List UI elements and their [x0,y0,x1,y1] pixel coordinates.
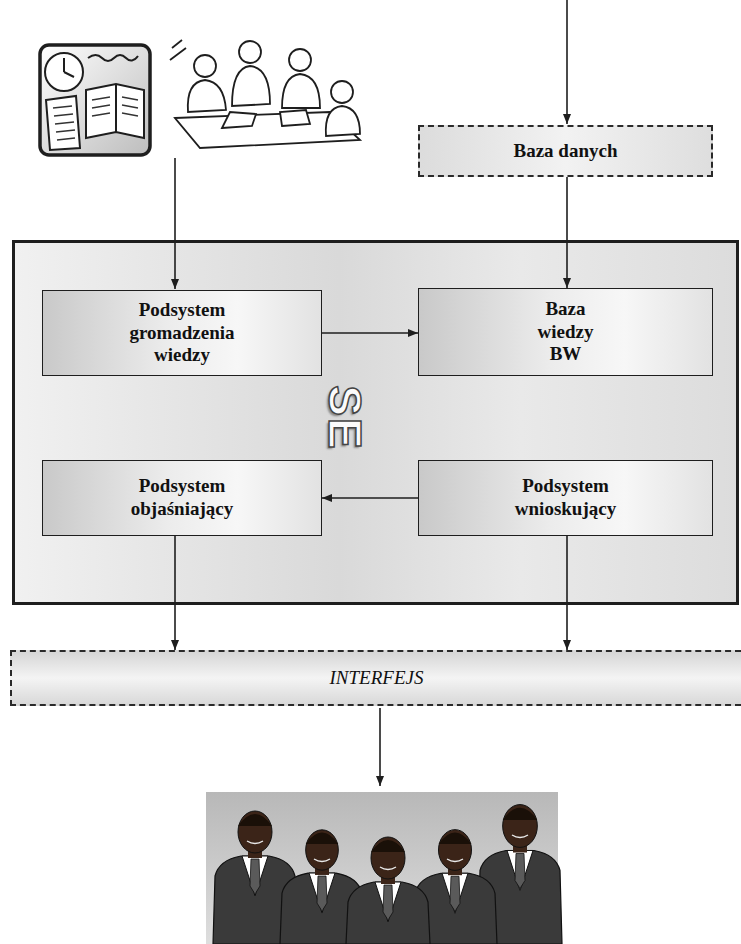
illustration-part [88,55,138,61]
illustration-part [250,859,260,894]
illustration-part [64,72,74,77]
illustration-part [86,84,144,138]
illustration-part [442,873,468,913]
watermark-holder: SE [322,385,368,450]
knowledge-sources-icon [40,45,150,155]
illustration-part [242,856,268,896]
output-arrow [379,708,381,786]
illustration-part [317,876,327,911]
illustration-part [282,74,320,108]
flow-arrow [322,497,418,499]
input-arrow [174,158,176,289]
illustration-part [188,80,226,112]
node-label: Baza danych [514,140,618,163]
flow-arrow [322,332,418,334]
frame-ground [12,240,739,605]
illustration-part [238,814,272,826]
illustration-part [53,106,75,140]
illustration-part [92,97,138,116]
illustration-part [507,850,533,890]
illustration-part [503,805,538,848]
illustration-part [309,873,335,913]
illustration-part [314,859,330,862]
illustration-part [213,805,562,944]
illustration-part [450,876,460,911]
illustration-part [439,830,472,871]
illustration-part [238,811,272,853]
illustration-part [346,882,430,944]
illustration-part [247,841,263,844]
illustration-part [380,867,396,870]
node-label: Baza wiedzy BW [526,298,606,366]
illustration-part [40,45,150,155]
node-label: Podsystem gromadzenia wiedzy [107,299,257,367]
illustration-part [232,66,270,106]
input-arrow [566,0,568,124]
node-label: INTERFEJS [330,667,424,690]
illustration-part [331,81,353,103]
flow-arrow [566,536,568,650]
illustration-part [63,58,65,72]
illustration-part [515,853,525,888]
illustration-part [170,40,186,60]
interface-band: INTERFEJS [10,650,741,706]
experts-illustration [170,40,360,148]
illustration-part [503,808,538,820]
illustration-part [306,833,339,844]
illustration-part [439,832,472,844]
node-label: Podsystem objaśniający [107,475,257,521]
users-illustration [206,792,562,944]
flow-arrow [566,177,568,288]
process-box: Podsystem objaśniający [42,460,322,536]
illustration-part [46,96,80,150]
illustration-part [289,49,311,71]
flow-arrow [174,536,176,650]
illustration-part [375,882,401,922]
node-label: Podsystem wnioskujący [491,475,641,521]
illustration-part [280,110,310,126]
illustration-part [383,885,393,920]
illustration-part [222,112,256,128]
illustration-part [371,837,405,879]
illustration-part [115,84,117,132]
process-box: Podsystem gromadzenia wiedzy [42,290,322,376]
process-box: Podsystem wnioskujący [418,460,713,536]
illustration-part [447,859,463,862]
illustration-part [306,830,339,870]
illustration-part [371,840,405,852]
illustration-part [326,106,360,136]
system-frame: SE Podsystem gromadzenia wiedzy Baza wiedz… [12,240,739,605]
illustration-part [239,41,261,63]
watermark-text: SE [322,385,368,450]
illustration-part [45,53,83,91]
illustration-part [512,835,528,838]
database-box: Baza danych [418,125,713,177]
illustration-part [194,55,216,77]
knowledge-base-box: Baza wiedzy BW [418,288,713,376]
person-figure [346,837,430,944]
